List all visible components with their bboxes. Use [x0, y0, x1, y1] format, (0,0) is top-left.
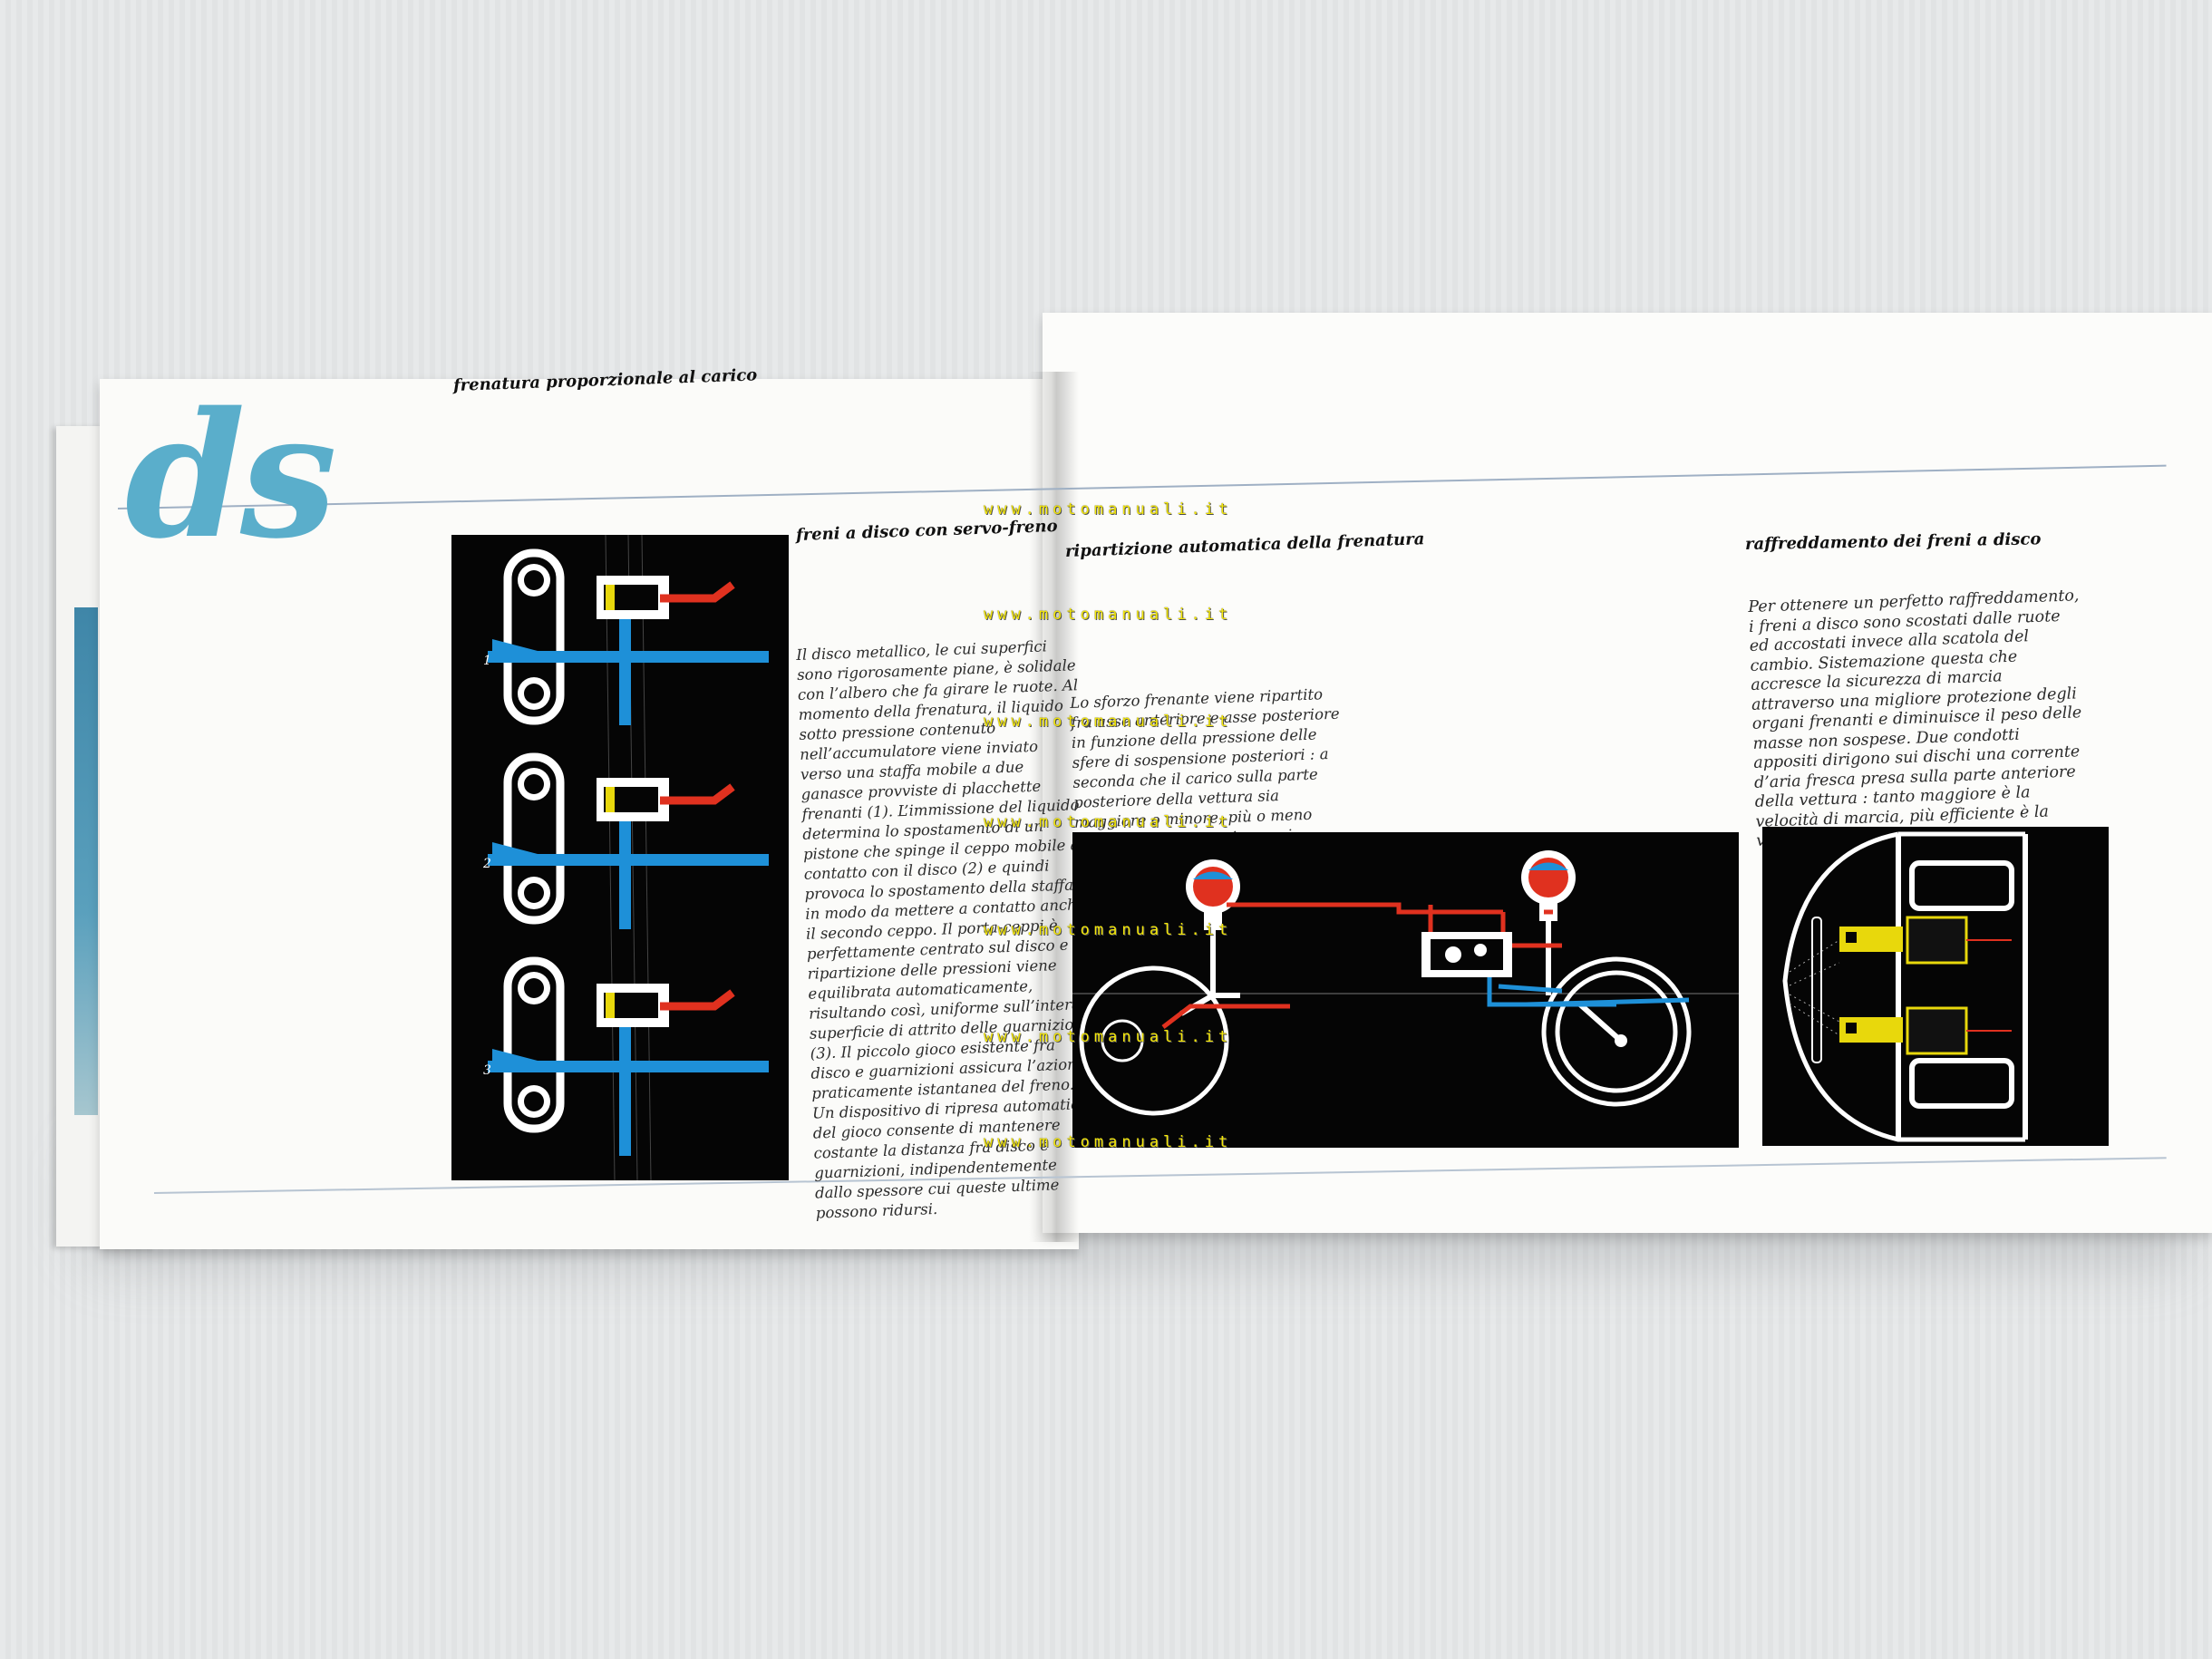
- watermark-5: www.motomanuali.it: [984, 921, 1233, 939]
- step-label-1: 1: [483, 654, 491, 668]
- watermark-3: www.motomanuali.it: [984, 713, 1233, 731]
- previous-page-edge: [74, 607, 98, 1115]
- brake-distribution-diagram: [1072, 832, 1739, 1148]
- watermark-4: www.motomanuali.it: [984, 813, 1233, 831]
- watermark-7: www.motomanuali.it: [984, 1133, 1233, 1151]
- watermark-1: www.motomanuali.it: [984, 500, 1233, 519]
- brake-cooling-diagram: [1762, 827, 2109, 1146]
- book-gutter: [1029, 372, 1079, 1242]
- step-label-2: 2: [482, 857, 491, 871]
- disc-brake-diagram: 1 2 3: [451, 535, 789, 1180]
- watermark-6: www.motomanuali.it: [984, 1028, 1233, 1046]
- watermark-2: www.motomanuali.it: [984, 606, 1233, 624]
- cooling-text: Per ottenere un perfetto raffreddamento,…: [1748, 587, 2082, 850]
- ds-logo: ds: [125, 374, 337, 577]
- step-label-3: 3: [483, 1063, 491, 1078]
